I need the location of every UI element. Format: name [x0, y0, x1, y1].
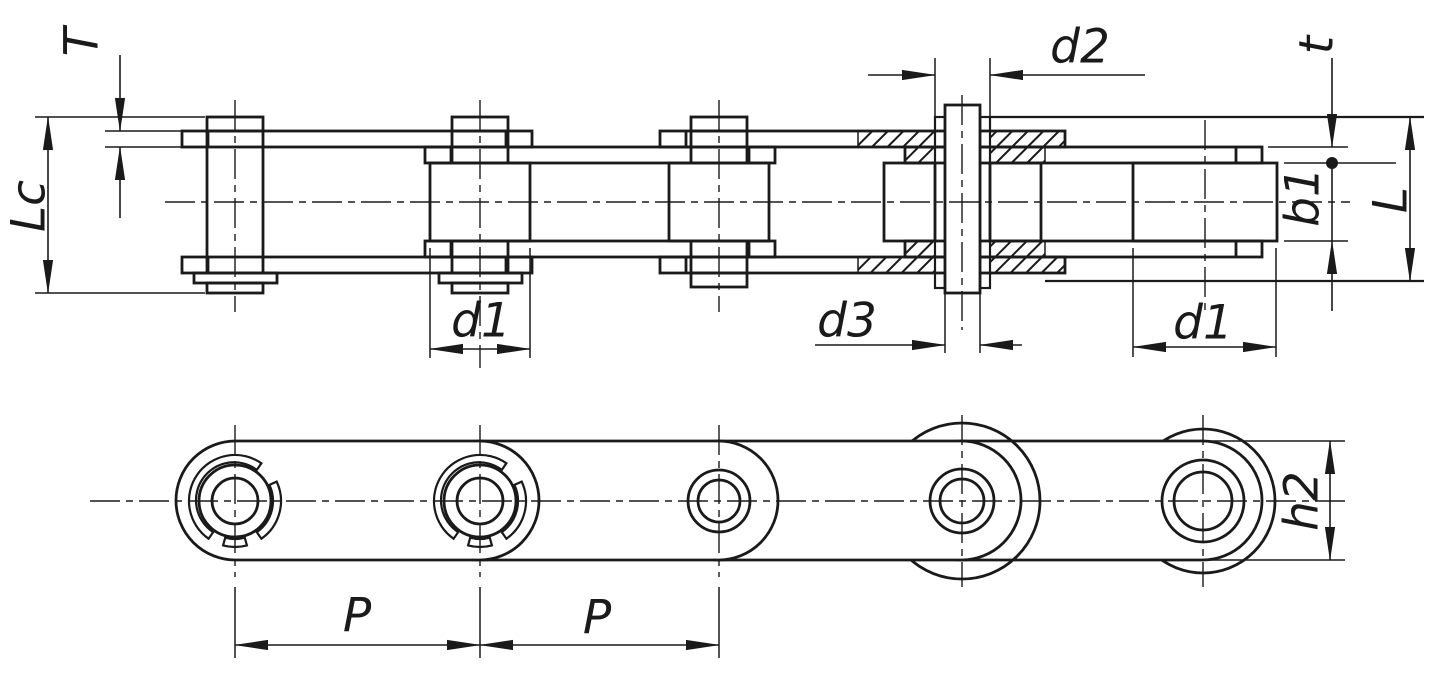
dim-label-d1-right: d1 [1173, 296, 1233, 351]
plan-view [180, 103, 1424, 295]
dim-label-d2: d2 [1050, 20, 1110, 75]
roller-section-left [882, 161, 937, 243]
dim-label-T: T [55, 24, 110, 56]
dim-label-P1: P [343, 589, 372, 644]
dim-label-b1: b1 [1276, 167, 1331, 227]
dim-label-h2: h2 [1275, 471, 1330, 531]
dim-label-d1-left: d1 [451, 294, 511, 349]
dim-label-L: L [1364, 187, 1419, 213]
section-hatching [858, 131, 1065, 273]
dim-label-t: t [1290, 34, 1345, 54]
dimensions: T Lc d1 d2 d3 d1 t b1 L h2 P P [2, 20, 1419, 658]
centerlines [90, 95, 1350, 587]
dim-label-Lc: Lc [2, 180, 57, 232]
dim-label-P2: P [583, 591, 612, 646]
dim-label-d3: d3 [817, 294, 877, 349]
